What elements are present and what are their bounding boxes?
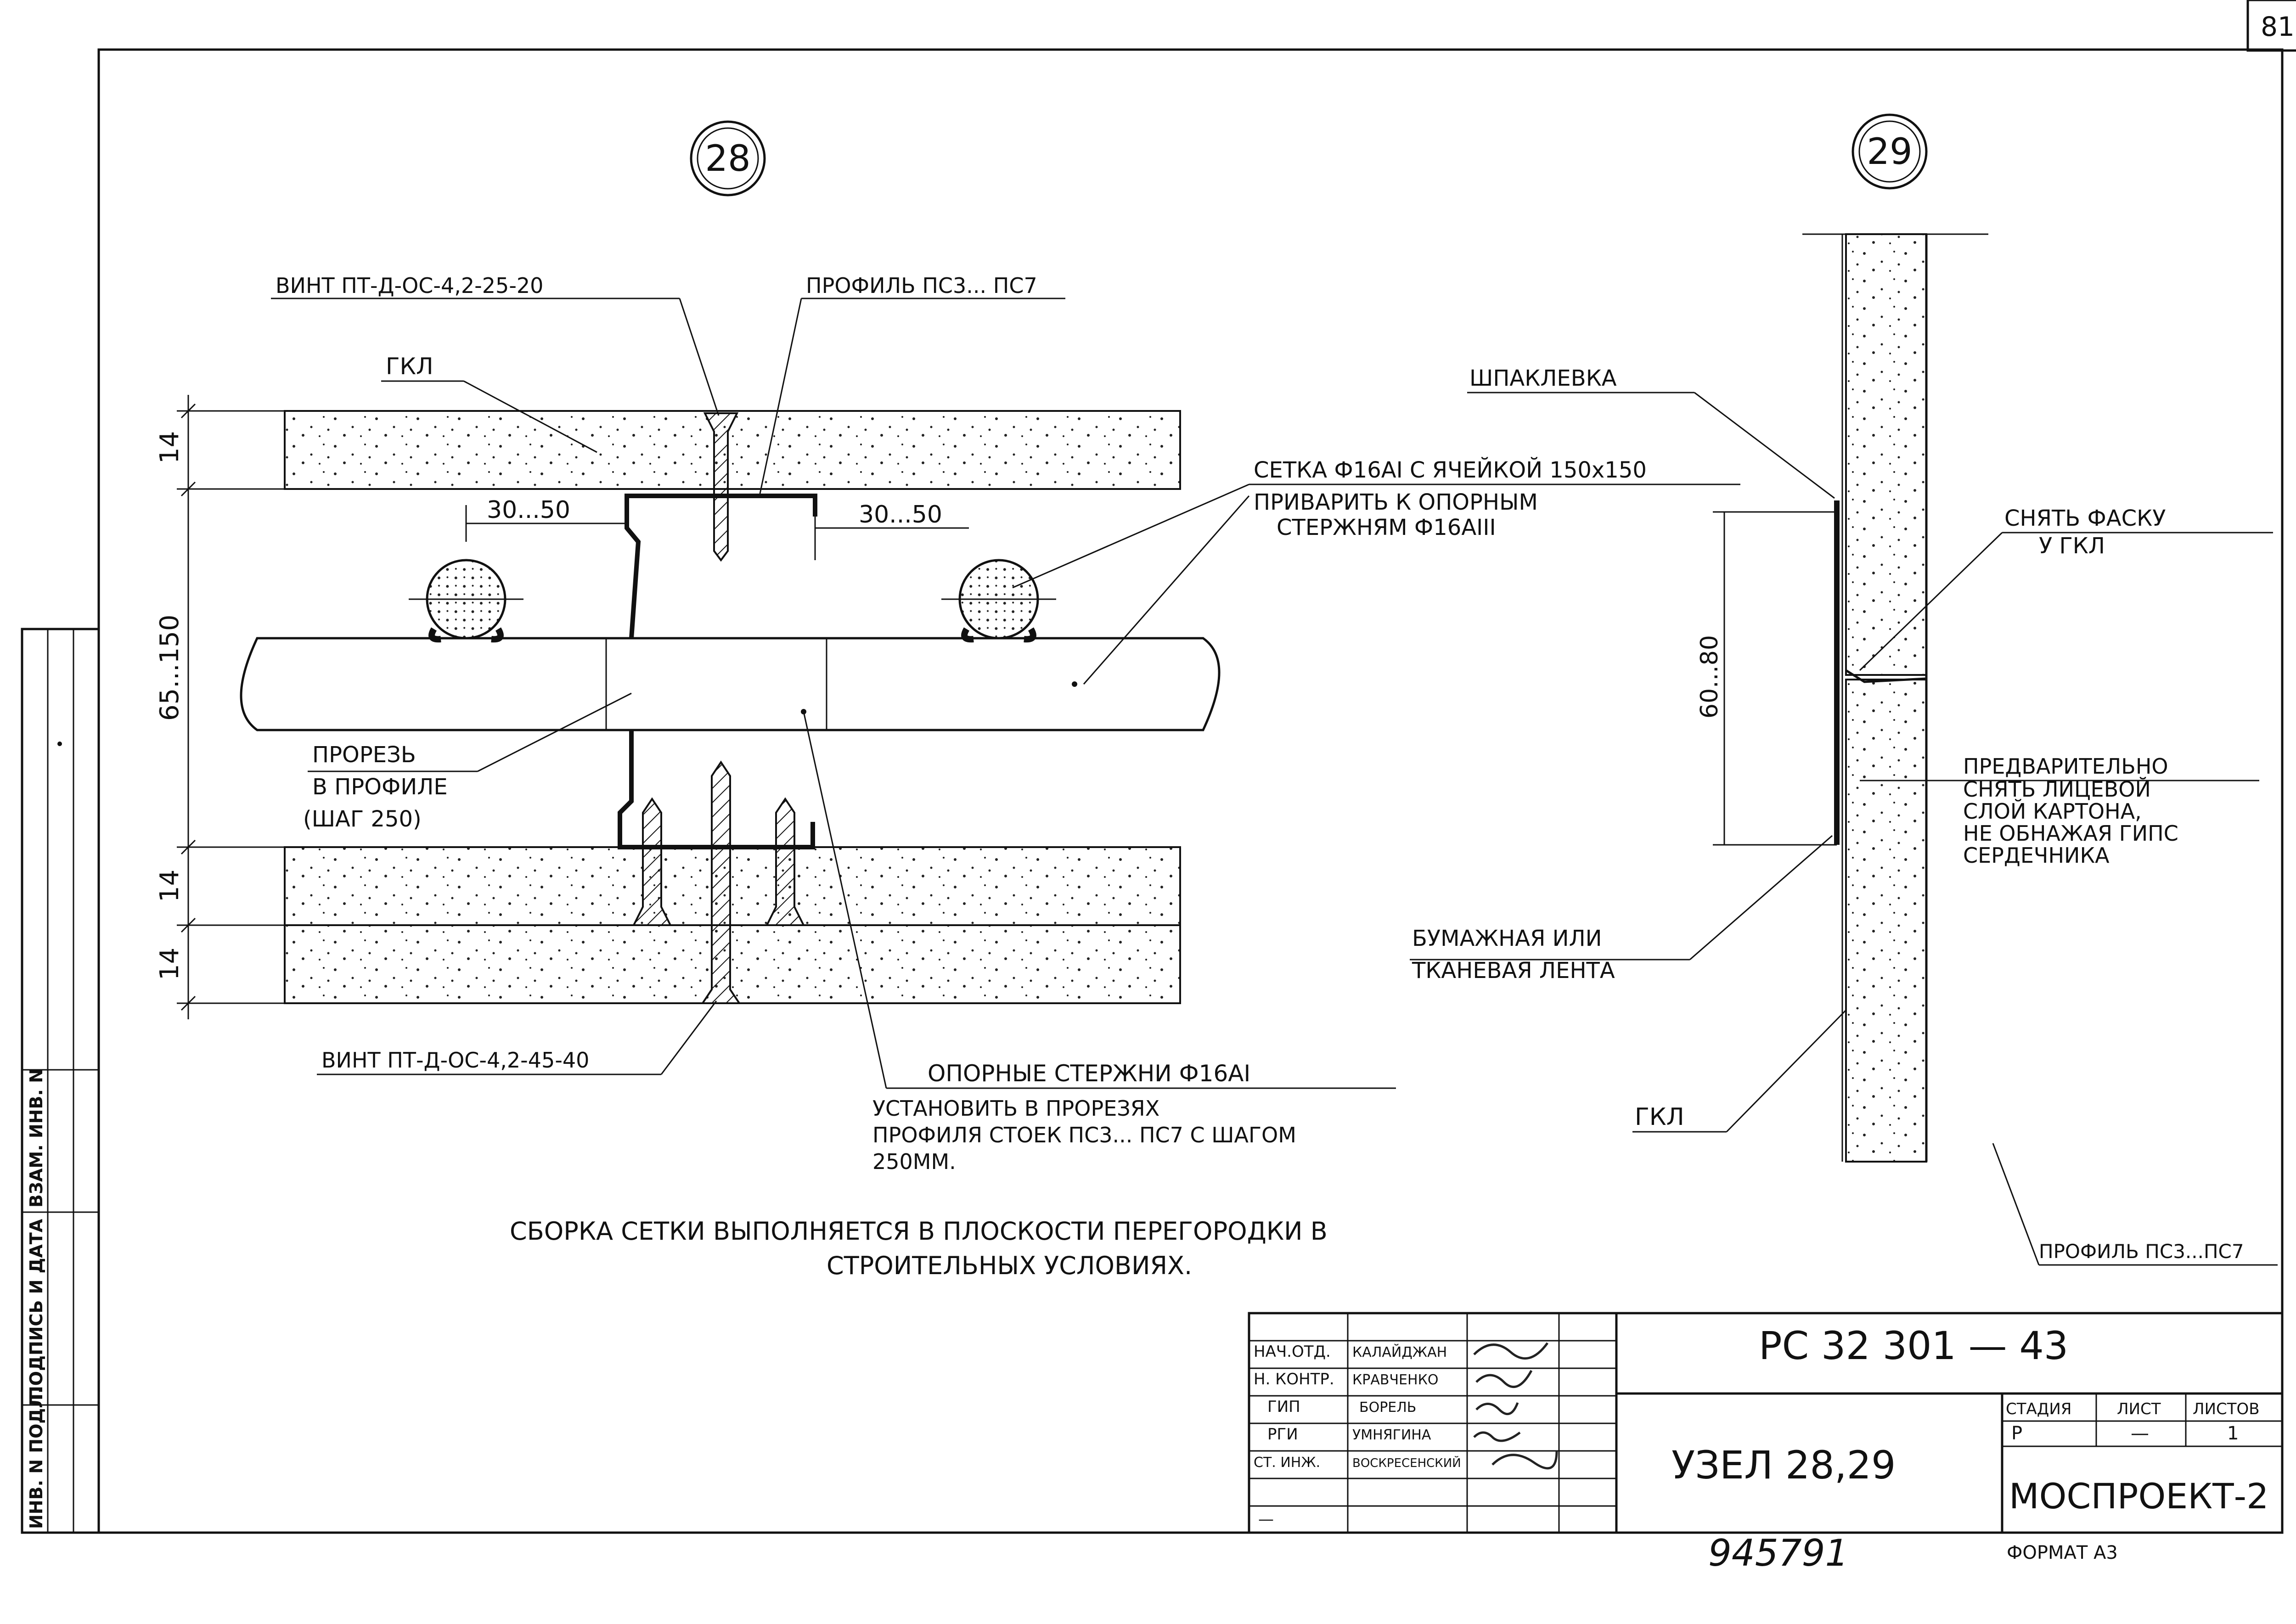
dim-layer-bottom: 14: [155, 948, 185, 980]
label-slot-1: ПРОРЕЗЬ: [312, 742, 416, 768]
sheets-header: ЛИСТОВ: [2193, 1400, 2260, 1418]
stage-header: СТАДИЯ: [2006, 1400, 2071, 1418]
label-pre-1: ПРЕДВАРИТЕЛЬНО: [1963, 754, 2168, 779]
label-screw-bottom: ВИНТ ПТ-Д-ОС-4,2-45-40: [321, 1048, 589, 1073]
dim-height-29: 60...80: [1696, 635, 1723, 719]
node-28-number: 28: [690, 120, 766, 197]
stage-value: Р: [2011, 1423, 2022, 1444]
label-rods-4: 250ММ.: [872, 1149, 956, 1174]
wall-board-upper: [1845, 233, 1927, 676]
label-chamfer-1: СНЯТЬ ФАСКУ: [2004, 506, 2166, 531]
sig-role-4: СТ. ИНЖ.: [1254, 1455, 1320, 1471]
sig-role-1: Н. КОНТР.: [1254, 1370, 1334, 1388]
screw-short-right: [765, 797, 805, 926]
label-rods-1: ОПОРНЫЕ СТЕРЖНИ Ф16АI: [928, 1060, 1250, 1087]
support-rod: [240, 637, 1221, 731]
gkl-board-bottom: [284, 924, 1181, 1004]
label-rods-3: ПРОФИЛЯ СТОЕК ПС3... ПС7 С ШАГОМ: [872, 1123, 1296, 1147]
sheets-value: 1: [2227, 1423, 2239, 1444]
stamp-signature-date: ПОДПИСЬ И ДАТА: [26, 1219, 46, 1400]
screw-short-left: [632, 797, 672, 926]
label-mesh-1: СЕТКА Ф16АI С ЯЧЕЙКОЙ 150х150: [1254, 457, 1647, 483]
label-gkl-29: ГКЛ: [1635, 1103, 1684, 1131]
dimension-gaps: 30...50 30...50: [465, 496, 969, 560]
stamp-replaced-inv: ВЗАМ. ИНВ. N: [26, 1068, 46, 1208]
dim-layer-mid: 14: [155, 870, 185, 902]
sig-name-0: КАЛАЙДЖАН: [1352, 1344, 1447, 1360]
mesh-wire-right: [941, 559, 1056, 643]
dim-left-gap: 30...50: [487, 496, 570, 524]
side-stamp: ИНВ. N ПОДЛ. ПОДПИСЬ И ДАТА ВЗАМ. ИНВ. N: [21, 628, 100, 1534]
general-note: СБОРКА СЕТКИ ВЫПОЛНЯЕТСЯ В ПЛОСКОСТИ ПЕР…: [510, 1217, 1328, 1280]
label-tape-1: БУМАЖНАЯ ИЛИ: [1412, 926, 1602, 951]
sheet-header: ЛИСТ: [2117, 1400, 2161, 1418]
node-29: 29 60...80 ШПАКЛЕВКА СНЯТЬ ФАСКУ У ГКЛ П…: [1410, 113, 2278, 1266]
screw-long: [701, 760, 741, 1004]
label-pre-4: НЕ ОБНАЖАЯ ГИПС: [1963, 821, 2178, 846]
sig-role-5: —: [1258, 1510, 1274, 1528]
label-pre-5: СЕРДЕЧНИКА: [1963, 843, 2110, 868]
gkl-board-middle: [284, 846, 1181, 926]
dim-layer-top: 14: [155, 431, 185, 464]
note-line-2: СТРОИТЕЛЬНЫХ УСЛОВИЯХ.: [827, 1251, 1192, 1280]
sheet-value: —: [2131, 1423, 2149, 1444]
label-gkl-28: ГКЛ: [386, 353, 433, 380]
c-profile: [618, 494, 817, 849]
screw-top: [703, 412, 739, 562]
dim-core: 65...150: [155, 614, 185, 721]
sig-role-3: РГИ: [1267, 1425, 1298, 1444]
dimension-chain-left: 14 65...150 14 14: [155, 395, 285, 1019]
chamfer: [1845, 669, 1927, 683]
label-profile-top: ПРОФИЛЬ ПС3... ПС7: [806, 273, 1037, 298]
node-28: 28: [155, 120, 1740, 1174]
label-chamfer-2: У ГКЛ: [2039, 533, 2105, 559]
label-pre-2: СНЯТЬ ЛИЦЕВОЙ: [1963, 777, 2151, 802]
sig-name-4: ВОСКРЕСЕНСКИЙ: [1352, 1455, 1461, 1470]
drawing-title: УЗЕЛ 28,29: [1671, 1443, 1896, 1488]
sig-name-1: КРАВЧЕНКО: [1352, 1372, 1439, 1388]
label-screw-top: ВИНТ ПТ-Д-ОС-4,2-25-20: [276, 273, 543, 298]
sig-name-2: БОРЕЛЬ: [1359, 1399, 1416, 1416]
label-rods-2: УСТАНОВИТЬ В ПРОРЕЗЯХ: [872, 1096, 1159, 1121]
label-putty: ШПАКЛЕВКА: [1469, 365, 1617, 391]
signature-scribbles: [1473, 1342, 1558, 1470]
format-label: ФОРМАТ А3: [2007, 1542, 2118, 1563]
sig-name-3: УМНЯГИНА: [1352, 1427, 1431, 1443]
title-block: НАЧ.ОТД. КАЛАЙДЖАН Н. КОНТР. КРАВЧЕНКО Г…: [1248, 1312, 2284, 1534]
label-mesh-3: СТЕРЖНЯМ Ф16АIII: [1277, 515, 1496, 540]
label-slot-2: В ПРОФИЛЕ: [312, 774, 448, 800]
node-29-number: 29: [1851, 113, 1928, 190]
organization: МОСПРОЕКТ-2: [2009, 1476, 2268, 1517]
page-number: 81: [2261, 11, 2295, 42]
svg-text:28: 28: [705, 138, 750, 180]
label-tape-2: ТКАНЕВАЯ ЛЕНТА: [1412, 958, 1615, 983]
dim-right-gap: 30...50: [859, 501, 942, 528]
label-profile-29: ПРОФИЛЬ ПС3...ПС7: [2039, 1240, 2244, 1263]
svg-text:29: 29: [1867, 131, 1912, 173]
label-slot-3: (ШАГ 250): [303, 806, 422, 832]
sig-role-0: НАЧ.ОТД.: [1254, 1343, 1331, 1361]
mesh-wire-left: [409, 559, 523, 643]
label-pre-3: СЛОЙ КАРТОНА,: [1963, 799, 2142, 824]
label-mesh-2: ПРИВАРИТЬ К ОПОРНЫМ: [1254, 489, 1538, 515]
wall-board-lower: [1845, 679, 1927, 1163]
document-code: РС 32 301 — 43: [1759, 1323, 2068, 1368]
sig-role-2: ГИП: [1267, 1398, 1300, 1416]
stamp-original-inv: ИНВ. N ПОДЛ.: [26, 1387, 46, 1529]
note-line-1: СБОРКА СЕТКИ ВЫПОЛНЯЕТСЯ В ПЛОСКОСТИ ПЕР…: [510, 1217, 1328, 1246]
inventory-number: 945791: [1708, 1532, 1848, 1574]
